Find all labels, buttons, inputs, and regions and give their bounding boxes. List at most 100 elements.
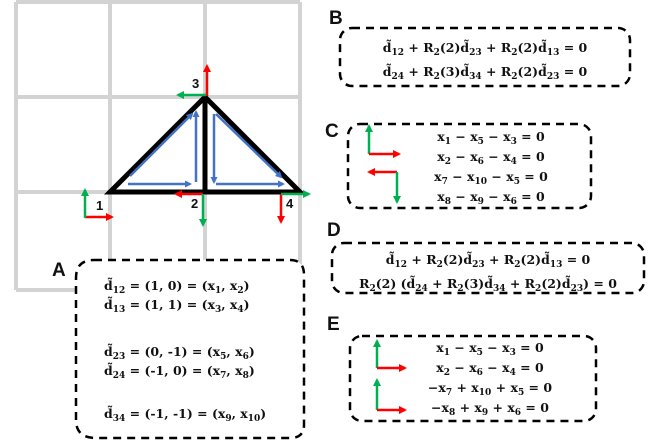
panel-b-eq-1-part-7: + R bbox=[482, 40, 512, 55]
panel-b-eq-2-part-6: 34 bbox=[469, 72, 482, 82]
definition-line-3-part-7: 6 bbox=[243, 352, 249, 362]
panel-d-eq-1: d̃12​ + R2​(2)d̃23​ + R2​(2)d̃13​ = 0 bbox=[386, 251, 591, 270]
panel-d-eq-1-part-10: d̃ bbox=[541, 251, 550, 267]
definition-line-2-part-1: 13 bbox=[113, 305, 126, 315]
panel-c-eq4-part-6: = 0 bbox=[517, 189, 545, 204]
panel-c-eq4-part-2: − x bbox=[451, 189, 478, 204]
panel-e-eq1-part-1: 1 bbox=[444, 348, 450, 358]
definition-line-1-part-0: d̃ bbox=[104, 277, 113, 293]
panel-c-eq1-part-4: − x bbox=[484, 129, 511, 144]
panel-c-eq4-part-5: 6 bbox=[511, 197, 517, 207]
panel-c-eq4-part-3: 9 bbox=[478, 197, 484, 207]
definition-line-4-part-5: , bbox=[226, 363, 235, 378]
panel-c-axis-icons bbox=[365, 124, 401, 204]
definition-line-3-part-4: 5 bbox=[220, 352, 226, 362]
panel-e-eq1-part-6: = 0 bbox=[516, 340, 544, 355]
definition-line-3: d̃23​ = (0, -1) = (x5​, x6​) bbox=[104, 343, 255, 362]
panel-d-box bbox=[330, 241, 646, 295]
panel-c-eq2-part-3: 6 bbox=[478, 157, 484, 167]
panel-c-eq2: x2​ − x6​ − x4​ = 0 bbox=[437, 149, 545, 167]
panel-e-eq4-part-0: −x bbox=[431, 400, 449, 415]
panel-d-eq-1-part-11: 13 bbox=[550, 260, 563, 270]
definition-line-2-part-0: d̃ bbox=[104, 296, 113, 312]
panel-c-eq3-part-4: − x bbox=[487, 169, 514, 184]
definition-line-3-part-6: x bbox=[235, 344, 243, 359]
panel-e-eq1-part-5: 3 bbox=[510, 348, 516, 358]
node-label-1: 1 bbox=[96, 198, 103, 213]
definition-line-3-part-1: 23 bbox=[113, 352, 126, 362]
panel-b-eq-1-part-9: (2) bbox=[518, 40, 539, 55]
panel-b-eq-1-part-1: 12 bbox=[392, 48, 405, 58]
panel-label-e: E bbox=[327, 314, 340, 335]
definition-line-5-part-8: ) bbox=[260, 406, 266, 421]
panel-c-eq3-part-6: = 0 bbox=[520, 169, 548, 184]
panel-c-eq1-part-5: 3 bbox=[511, 137, 517, 147]
definition-line-4: d̃24​ = (-1, 0) = (x7​, x8​) bbox=[104, 362, 255, 381]
panel-label-d: D bbox=[327, 220, 341, 241]
panel-c-eq2-part-1: 2 bbox=[445, 157, 451, 167]
panel-e-eq1-part-3: 5 bbox=[477, 348, 483, 358]
definition-line-5-part-2: = (-1, -1) = ( bbox=[125, 406, 218, 421]
truss bbox=[103, 93, 307, 195]
panel-d-eq-2-part-2: (2) ( bbox=[376, 276, 407, 291]
definition-line-2-part-5: , bbox=[221, 297, 230, 312]
panel-a-box bbox=[74, 258, 306, 440]
panel-d-eq-2: R2​(2) (d̃24​ + R2​(3)d̃34​ + R2​(2)d̃23… bbox=[359, 275, 617, 294]
panel-d-eq-1-part-6: 23 bbox=[472, 260, 485, 270]
panel-c-eq1-part-1: 1 bbox=[445, 137, 451, 147]
panel-b-eq-1-part-6: 23 bbox=[469, 48, 482, 58]
definition-line-4-part-4: 7 bbox=[220, 371, 226, 381]
panel-e-eq2: x2​ − x6​ − x4​ = 0 bbox=[436, 360, 544, 378]
definition-line-2-part-4: 3 bbox=[215, 305, 221, 315]
definition-line-5-part-4: 9 bbox=[225, 414, 231, 424]
panel-label-c: C bbox=[325, 121, 339, 142]
panel-d-eq-2-part-11: 2 bbox=[535, 284, 541, 294]
panel-e-eq3-part-4: + x bbox=[491, 380, 518, 395]
panel-d-eq-1-part-0: d̃ bbox=[386, 251, 395, 267]
definition-line-1-part-5: , bbox=[221, 278, 230, 293]
definition-line-4-part-0: d̃ bbox=[104, 362, 113, 378]
definition-line-5-part-0: d̃ bbox=[104, 405, 113, 421]
panel-e-eq2-part-1: 2 bbox=[444, 368, 450, 378]
panel-e-eq2-part-3: 6 bbox=[477, 368, 483, 378]
panel-d-eq-1-part-9: (2) bbox=[521, 252, 542, 267]
definition-line-3-part-0: d̃ bbox=[104, 343, 113, 359]
definition-line-3-part-3: x bbox=[213, 344, 221, 359]
panel-b-eq-1-part-10: d̃ bbox=[538, 39, 547, 55]
definition-line-5-part-1: 34 bbox=[113, 414, 126, 424]
panel-label-a: A bbox=[52, 260, 66, 281]
panel-c-eq1-part-3: 5 bbox=[478, 137, 484, 147]
node-axes bbox=[81, 64, 311, 227]
panel-c-eq3-part-3: 10 bbox=[475, 177, 488, 187]
panel-c-eq4: x8​ − x9​ − x6​ = 0 bbox=[437, 189, 545, 207]
definition-line-3-part-2: = (0, -1) = ( bbox=[125, 344, 212, 359]
panel-c-eq4-part-1: 8 bbox=[445, 197, 451, 207]
definition-line-2-part-6: x bbox=[230, 297, 238, 312]
definition-line-4-part-3: x bbox=[213, 363, 221, 378]
panel-e-eq1: x1​ − x5​ − x3​ = 0 bbox=[436, 340, 544, 358]
panel-d-eq-1-part-7: + R bbox=[485, 252, 515, 267]
panel-e-eq4: −x8​ + x9​ + x6​ = 0 bbox=[431, 400, 549, 418]
node-label-3: 3 bbox=[192, 76, 199, 91]
panel-e-eq3-part-2: + x bbox=[452, 380, 479, 395]
panel-c-box bbox=[346, 122, 593, 210]
panel-b-eq-1-part-2: + R bbox=[404, 40, 434, 55]
panel-c-eq4-part-4: − x bbox=[484, 189, 511, 204]
panel-d-eq-2-part-14: 23 bbox=[571, 284, 584, 294]
panel-d-eq-1-part-3: 2 bbox=[437, 260, 443, 270]
panel-b-eq-2-part-11: 23 bbox=[547, 72, 560, 82]
definition-line-2-part-7: 4 bbox=[237, 305, 243, 315]
panel-b-eq-2-part-3: 2 bbox=[434, 72, 440, 82]
panel-b-eq-2-part-2: + R bbox=[404, 64, 434, 79]
panel-c-eq3-part-5: 5 bbox=[514, 177, 520, 187]
panel-d-eq-1-part-8: 2 bbox=[514, 260, 520, 270]
panel-d-eq-2-part-7: (3) bbox=[464, 276, 485, 291]
panel-d-eq-2-part-1: 2 bbox=[369, 284, 375, 294]
panel-e-eq3-part-6: = 0 bbox=[524, 380, 552, 395]
panel-b-eq-2-part-7: + R bbox=[482, 64, 512, 79]
member-direction-arrows bbox=[128, 110, 285, 188]
panel-label-b: B bbox=[329, 8, 343, 29]
inner-arrow-34 bbox=[215, 113, 283, 179]
panel-d-equations: d̃12​ + R2​(2)d̃23​ + R2​(2)d̃13​ = 0R2​… bbox=[359, 251, 617, 294]
panel-e-eq2-part-6: = 0 bbox=[516, 360, 544, 375]
